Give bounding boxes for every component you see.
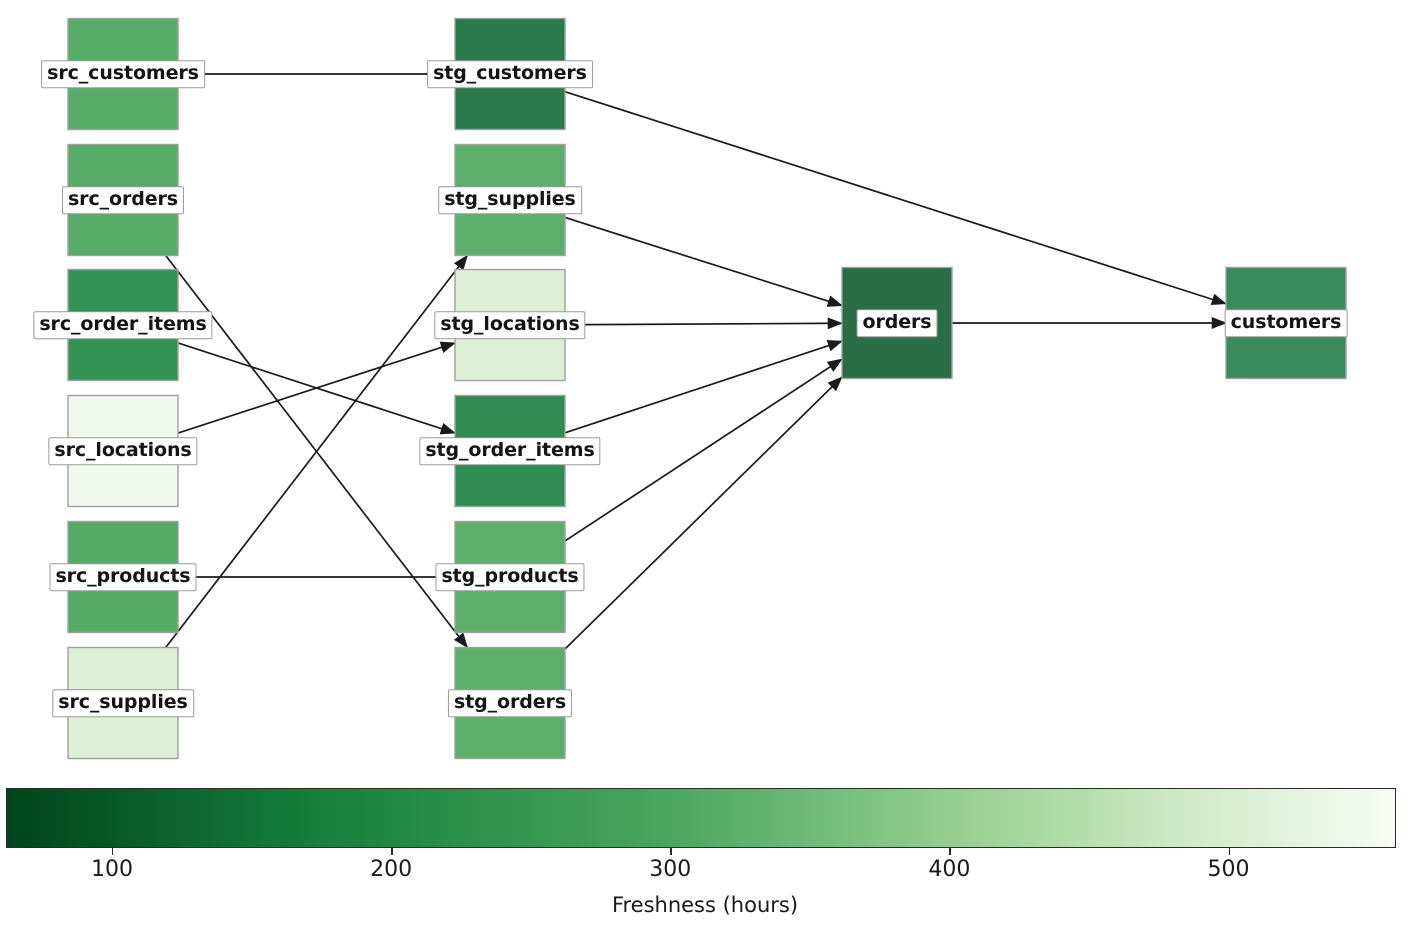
colorbar [6,788,1396,848]
nodes-layer [67,17,1347,760]
edge-stg_orders-to-orders [564,376,843,650]
edge-stg_customers-to-customers [564,90,1227,306]
edge-stg_products-to-orders [564,358,843,542]
edge-src_supplies-to-stg_supplies [165,254,468,649]
colorbar-tick-mark [949,848,951,855]
node-label-customers[interactable]: customers [1224,309,1348,337]
edges-layer [165,73,1228,650]
edge-stg_supplies-to-orders [564,216,843,307]
node-label-src_orders[interactable]: src_orders [61,186,185,214]
node-label-src_supplies[interactable]: src_supplies [52,689,194,717]
node-label-src_customers[interactable]: src_customers [41,60,205,88]
colorbar-tick-label: 300 [649,857,692,882]
colorbar-gradient [6,788,1396,848]
node-label-stg_products[interactable]: stg_products [435,563,585,591]
colorbar-axis-label: Freshness (hours) [611,893,799,917]
edge-stg_locations-to-orders [564,317,844,330]
colorbar-tick-mark [391,848,393,855]
node-label-src_products[interactable]: src_products [49,563,197,591]
edge-src_locations-to-stg_locations [177,341,456,434]
edge-stg_order_items-to-orders [564,340,843,434]
node-label-src_order_items[interactable]: src_order_items [33,311,213,339]
colorbar-tick-label: 200 [370,857,413,882]
colorbar-tick-mark [112,848,114,855]
node-label-orders[interactable]: orders [856,309,938,337]
node-label-stg_order_items[interactable]: stg_order_items [419,437,601,465]
node-label-src_locations[interactable]: src_locations [48,437,198,465]
node-label-stg_supplies[interactable]: stg_supplies [438,186,582,214]
colorbar-tick-label: 400 [928,857,971,882]
colorbar-tick-label: 500 [1207,857,1250,882]
node-label-stg_customers[interactable]: stg_customers [427,60,593,88]
colorbar-ticks: 100 200 300 400 500 [6,848,1396,894]
colorbar-tick-label: 100 [91,857,134,882]
colorbar-tick-mark [1228,848,1230,855]
node-label-stg_orders[interactable]: stg_orders [447,689,573,717]
node-label-stg_locations[interactable]: stg_locations [434,311,586,339]
colorbar-tick-mark [670,848,672,855]
